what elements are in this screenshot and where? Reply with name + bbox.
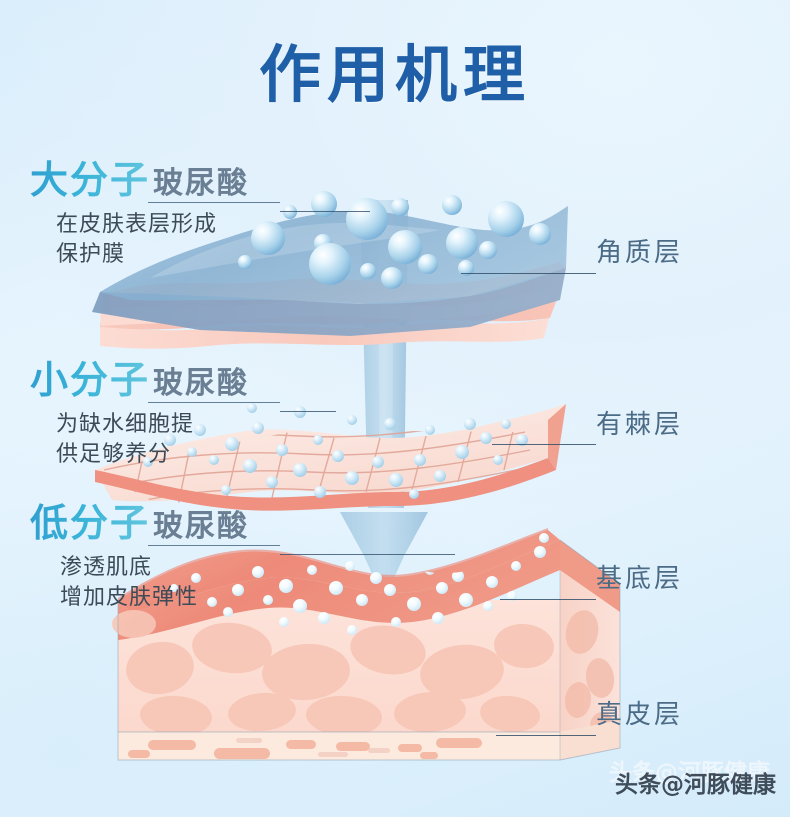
right-label-dermis: 真皮层 (596, 694, 683, 731)
middle-mesh-layer (95, 403, 566, 511)
bottom-skin-block (112, 528, 621, 761)
label-suffix-low-molecule: 玻尿酸 (153, 510, 250, 543)
label-heading-large-molecule: 大分子玻尿酸 (30, 162, 280, 200)
leader-line-basal-layer (500, 599, 596, 600)
right-label-stratum-spinosum: 有棘层 (596, 404, 683, 441)
label-suffix-large-molecule: 玻尿酸 (153, 167, 250, 200)
right-label-text-stratum-spinosum: 有棘层 (596, 410, 684, 439)
label-desc-low-molecule: 渗透肌底 增加皮肤弹性 (60, 552, 280, 613)
leader-line-small-molecule (280, 411, 336, 412)
label-desc-line2-small-molecule: 供足够养分 (56, 441, 172, 467)
label-rule-large-molecule (148, 202, 280, 203)
label-desc-line1-large-molecule: 在皮肤表层形成 (56, 211, 218, 236)
page-title: 作用机理 (258, 42, 531, 110)
low-molecule-droplets-outside (170, 533, 549, 592)
leader-line-stratum-corneum (461, 273, 596, 274)
leader-line-dermis (496, 735, 596, 736)
capillary-marks-faint (236, 738, 390, 757)
large-ha-bubbles (238, 191, 551, 289)
watermark: 头条@河豚健康 (615, 772, 776, 798)
label-group-large-molecule: 大分子玻尿酸 在皮肤表层形成 保护膜 (30, 162, 280, 270)
label-desc-small-molecule: 为缺水细胞提 供足够养分 (56, 409, 280, 470)
label-suffix-small-molecule: 玻尿酸 (153, 367, 250, 400)
watermark-ghost: 头条@河豚健康 (609, 760, 770, 786)
label-prefix-low-molecule: 低分子 (30, 503, 151, 545)
label-rule-small-molecule (148, 402, 280, 403)
label-desc-large-molecule: 在皮肤表层形成 保护膜 (56, 209, 280, 270)
label-prefix-small-molecule: 小分子 (30, 360, 151, 402)
right-label-text-dermis: 真皮层 (596, 700, 684, 729)
dermis-cells (112, 610, 554, 737)
label-desc-line2-low-molecule: 增加皮肤弹性 (60, 584, 199, 610)
right-label-stratum-corneum: 角质层 (596, 232, 683, 269)
leader-line-large-molecule (280, 211, 370, 212)
leader-line-low-molecule (280, 554, 455, 555)
label-group-small-molecule: 小分子玻尿酸 为缺水细胞提 供足够养分 (30, 362, 280, 470)
capillary-marks (128, 738, 482, 759)
label-prefix-large-molecule: 大分子 (30, 160, 151, 202)
label-desc-line1-small-molecule: 为缺水细胞提 (56, 411, 195, 436)
leader-line-stratum-spinosum (492, 444, 596, 445)
label-rule-low-molecule (148, 545, 280, 546)
right-label-text-stratum-corneum: 角质层 (596, 238, 684, 267)
small-ha-droplets (143, 403, 528, 499)
label-heading-low-molecule: 低分子玻尿酸 (30, 505, 280, 543)
right-label-text-basal-layer: 基底层 (596, 564, 684, 593)
label-desc-line2-large-molecule: 保护膜 (56, 241, 126, 267)
right-label-basal-layer: 基底层 (596, 558, 683, 595)
label-group-low-molecule: 低分子玻尿酸 渗透肌底 增加皮肤弹性 (30, 505, 280, 613)
top-skin-layer (92, 191, 568, 349)
label-desc-line1-low-molecule: 渗透肌底 (60, 554, 153, 579)
label-heading-small-molecule: 小分子玻尿酸 (30, 362, 280, 400)
